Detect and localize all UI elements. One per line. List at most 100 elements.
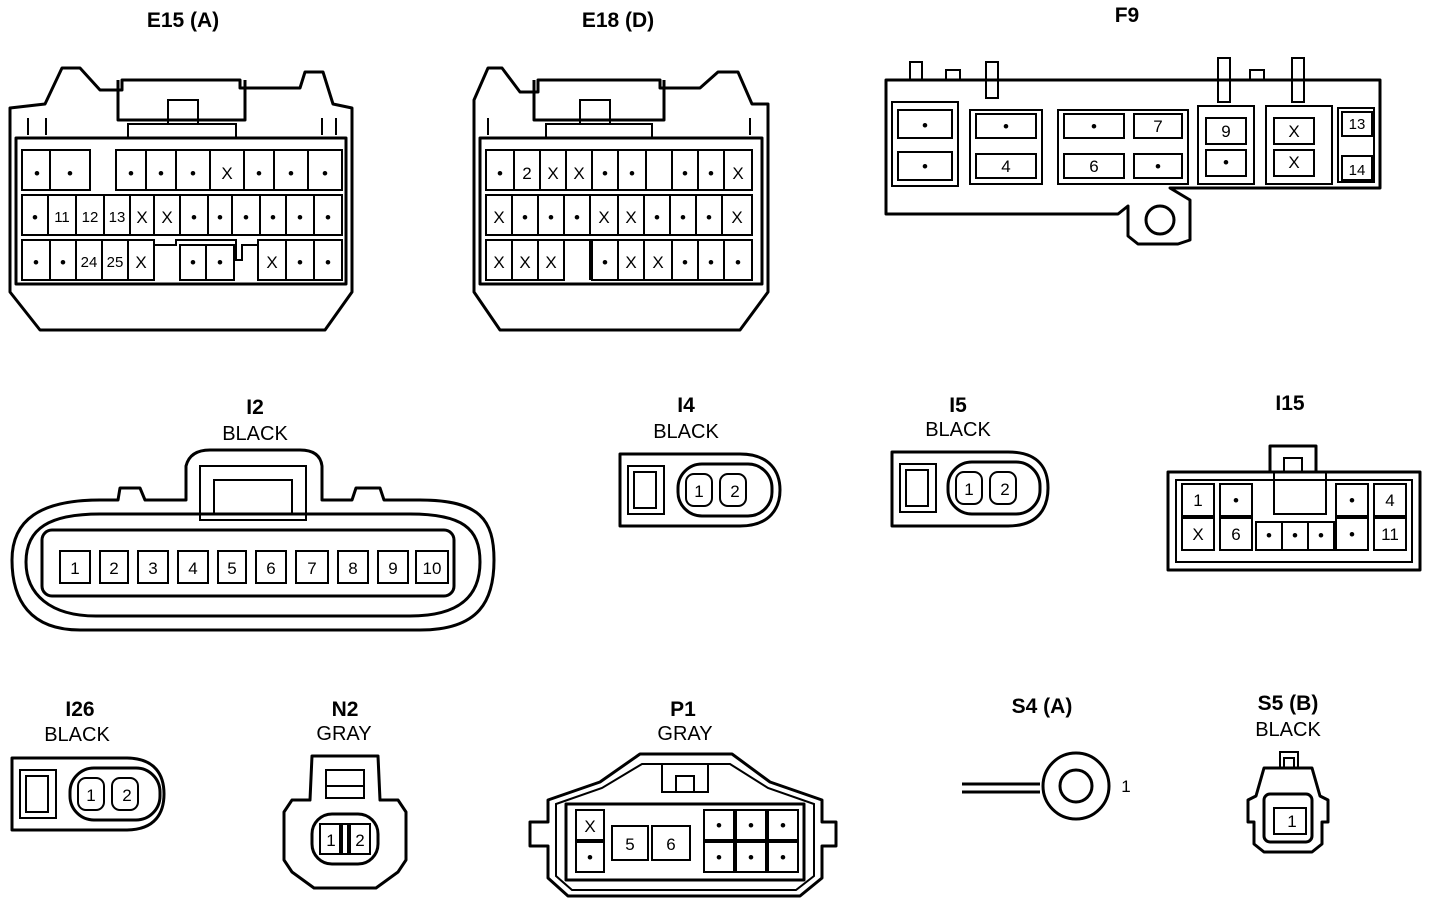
- e15-r1-p8: •: [256, 164, 262, 183]
- p1-pin-r1: •: [716, 816, 722, 835]
- e18-r2-p8: •: [680, 208, 686, 227]
- e15-r2-p8: •: [217, 208, 223, 227]
- i2-pin-1: 1: [70, 559, 79, 578]
- e15-r2-p12: •: [325, 208, 331, 227]
- f9-pin-13: 13: [1349, 116, 1366, 133]
- e15-r3-p1: •: [33, 253, 39, 272]
- f9-pin-j: •: [1223, 153, 1229, 172]
- e18-r2-p10: X: [731, 208, 742, 227]
- i15-pin-4: 4: [1385, 491, 1394, 510]
- p1-pin-r6: •: [780, 848, 786, 867]
- connector-s4-title: S4 (A): [1012, 695, 1073, 718]
- e18-r3-p10: •: [735, 253, 741, 272]
- e15-r1-p7: X: [221, 164, 232, 183]
- i15-pin-6: 6: [1231, 525, 1240, 544]
- connector-e15: E15 (A) • • • • • X • • •: [8, 9, 354, 332]
- e15-r2-p7: •: [191, 208, 197, 227]
- e15-r1-p5: •: [158, 164, 164, 183]
- e18-r1-p3: X: [547, 164, 558, 183]
- e15-r3-p2: •: [60, 253, 66, 272]
- f9-pin-l: X: [1288, 153, 1299, 172]
- connector-i2-color: BLACK: [222, 423, 288, 445]
- connector-i4-color: BLACK: [653, 421, 719, 443]
- e15-r2-p11: •: [297, 208, 303, 227]
- connector-i4-title: I4: [677, 394, 695, 417]
- e18-r1-p6: •: [629, 164, 635, 183]
- i2-pin-10: 10: [423, 559, 442, 578]
- i26-pin-1: 1: [86, 786, 95, 805]
- connector-i15: I15 1 • • 4 X 6 • • • • 11: [1166, 392, 1422, 572]
- e15-r2-p1: •: [32, 208, 38, 227]
- connector-s4: S4 (A) 1: [962, 695, 1131, 821]
- connector-n2: N2 GRAY 1 2: [282, 698, 408, 890]
- connector-e18-title: E18 (D): [582, 9, 654, 32]
- s5-pin-1: 1: [1287, 812, 1296, 831]
- e15-r2-p5: X: [136, 208, 147, 227]
- connector-e18: E18 (D) • 2 X X • • • • X: [472, 9, 770, 332]
- e18-r2-p5: X: [598, 208, 609, 227]
- i2-pin-5: 5: [227, 559, 236, 578]
- i15-pin-5: X: [1192, 525, 1203, 544]
- i15-pin-7: •: [1266, 526, 1272, 545]
- connector-s5-color: BLACK: [1255, 719, 1321, 741]
- p1-pin-5: 5: [625, 835, 634, 854]
- connector-n2-title: N2: [332, 698, 359, 721]
- connector-s5-title: S5 (B): [1258, 692, 1319, 715]
- e18-r1-p1: •: [497, 164, 503, 183]
- i26-pin-2: 2: [122, 786, 131, 805]
- f9-pin-7: 7: [1153, 117, 1162, 136]
- p1-pin-r4: •: [716, 848, 722, 867]
- connector-s5: S5 (B) BLACK 1: [1246, 692, 1330, 854]
- e18-r2-p4: •: [574, 208, 580, 227]
- i4-pin-2: 2: [730, 482, 739, 501]
- e18-r3-p8: •: [682, 253, 688, 272]
- f9-pin-c: •: [1003, 117, 1009, 136]
- e15-r2-p4: 13: [109, 209, 126, 226]
- connector-i4: I4 BLACK 1 2: [618, 394, 782, 528]
- p1-pin-r2: •: [748, 816, 754, 835]
- e18-r1-p9: •: [708, 164, 714, 183]
- e18-r3-p7: X: [652, 253, 663, 272]
- e15-r1-p4: •: [128, 164, 134, 183]
- p1-pin-r5: •: [748, 848, 754, 867]
- e15-r1-p10: •: [322, 164, 328, 183]
- s4-pin-1: 1: [1121, 777, 1130, 796]
- i2-pin-8: 8: [348, 559, 357, 578]
- e15-r3-p8: •: [217, 253, 223, 272]
- e18-r1-p4: X: [573, 164, 584, 183]
- f9-pin-h: •: [1155, 157, 1161, 176]
- connector-i2-pins: 1 2 3 4 5 6 7 8 9 10: [59, 550, 449, 584]
- connector-n2-color: GRAY: [316, 723, 371, 745]
- connector-i2-title: I2: [246, 396, 264, 419]
- connector-f9-pins: • • • 4 • 6 7 • 9 • X X 13 14: [922, 116, 1365, 179]
- i15-pin-11: 11: [1381, 525, 1399, 544]
- n2-pin-2: 2: [355, 831, 364, 850]
- i2-pin-6: 6: [266, 559, 275, 578]
- i5-pin-2: 2: [1000, 480, 1009, 499]
- connector-i26: I26 BLACK 1 2: [10, 698, 166, 832]
- e15-r1-p6: •: [190, 164, 196, 183]
- p1-pin-r3: •: [780, 816, 786, 835]
- e15-r3-p4: 25: [107, 254, 124, 271]
- e15-r1-p1: •: [34, 164, 40, 183]
- i5-pin-1: 1: [964, 480, 973, 499]
- e15-r2-p6: X: [161, 208, 172, 227]
- connector-i5-color: BLACK: [925, 419, 991, 441]
- f9-pin-b: •: [922, 157, 928, 176]
- i2-pin-7: 7: [307, 559, 316, 578]
- f9-pin-4: 4: [1001, 157, 1010, 176]
- i15-pin-9: •: [1318, 526, 1324, 545]
- connector-i26-title: I26: [65, 698, 94, 721]
- e15-r2-p2: 11: [54, 209, 70, 226]
- e18-r2-p2: •: [522, 208, 528, 227]
- e18-r1-p2: 2: [522, 164, 531, 183]
- f9-pin-14: 14: [1349, 162, 1366, 179]
- connector-e15-pins: • • • • • X • • • • 11 12 13 X: [21, 149, 343, 281]
- i4-pin-1: 1: [694, 482, 703, 501]
- e15-r3-p11: •: [297, 253, 303, 272]
- connector-f9: F9 • • • 4 • 6: [884, 4, 1382, 246]
- connector-e15-title: E15 (A): [147, 9, 219, 32]
- i15-pin-8: •: [1292, 526, 1298, 545]
- connector-e18-pins: • 2 X X • • • • X X • • • X X •: [485, 149, 753, 281]
